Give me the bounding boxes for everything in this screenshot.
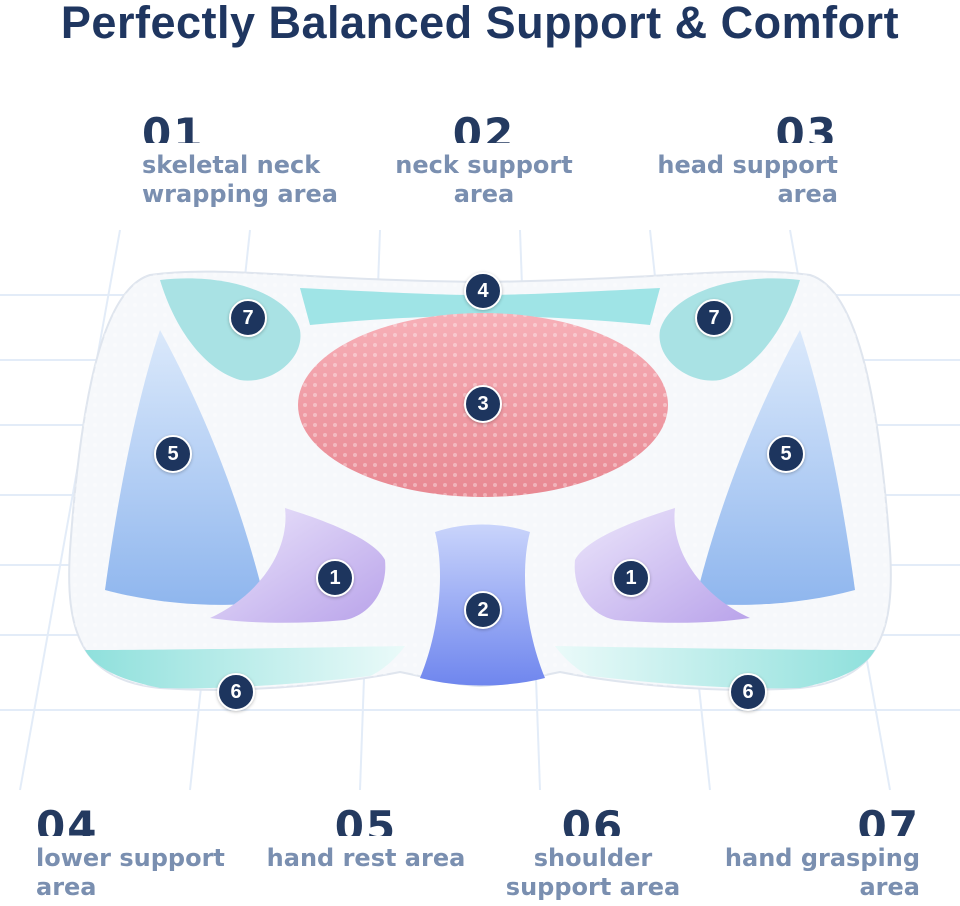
marker-7-right: 7: [695, 299, 733, 337]
marker-7-left: 7: [229, 299, 267, 337]
feature-description: neck support area: [395, 151, 573, 208]
feature-05: 05 hand rest area: [216, 806, 516, 873]
feature-02: 02 neck support area: [334, 113, 634, 209]
feature-description: hand grasping area: [724, 844, 920, 901]
zone-shoulder-support-left: [85, 646, 405, 689]
feature-number: 07: [857, 806, 920, 836]
marker-6-left: 6: [217, 673, 255, 711]
feature-description: lower support area: [36, 844, 225, 901]
marker-1-right: 1: [612, 559, 650, 597]
marker-4: 4: [464, 272, 502, 310]
feature-06: 06 shoulder support area: [443, 806, 743, 902]
zone-hand-grasping-left: [160, 278, 301, 381]
feature-07: 07 hand grasping area: [620, 806, 920, 902]
feature-number: 05: [334, 806, 398, 836]
feature-number: 03: [775, 113, 838, 143]
feature-description: head support area: [657, 151, 838, 208]
marker-1-left: 1: [316, 559, 354, 597]
feature-03: 03 head support area: [538, 113, 838, 209]
marker-5-left: 5: [154, 435, 192, 473]
feature-number: 06: [561, 806, 625, 836]
marker-2: 2: [464, 591, 502, 629]
feature-number: 04: [36, 806, 99, 836]
feature-number: 01: [142, 113, 205, 143]
feature-04: 04 lower support area: [36, 806, 336, 902]
marker-5-right: 5: [767, 435, 805, 473]
marker-6-right: 6: [729, 673, 767, 711]
page-title: Perfectly Balanced Support & Comfort: [60, 0, 900, 48]
zone-shoulder-support-right: [555, 646, 875, 689]
feature-number: 02: [452, 113, 516, 143]
feature-description: hand rest area: [266, 844, 466, 872]
marker-3: 3: [464, 385, 502, 423]
feature-description: shoulder support area: [505, 844, 681, 901]
zone-neck-wrapping-right: [574, 508, 750, 623]
feature-description: skeletal neck wrapping area: [142, 151, 338, 208]
pillow-illustration: [0, 229, 960, 791]
zone-hand-grasping-right: [659, 278, 800, 381]
pillow-diagram: 4 7 7 3 5 5 1 1 2 6 6: [0, 210, 960, 800]
feature-01: 01 skeletal neck wrapping area: [142, 113, 442, 209]
